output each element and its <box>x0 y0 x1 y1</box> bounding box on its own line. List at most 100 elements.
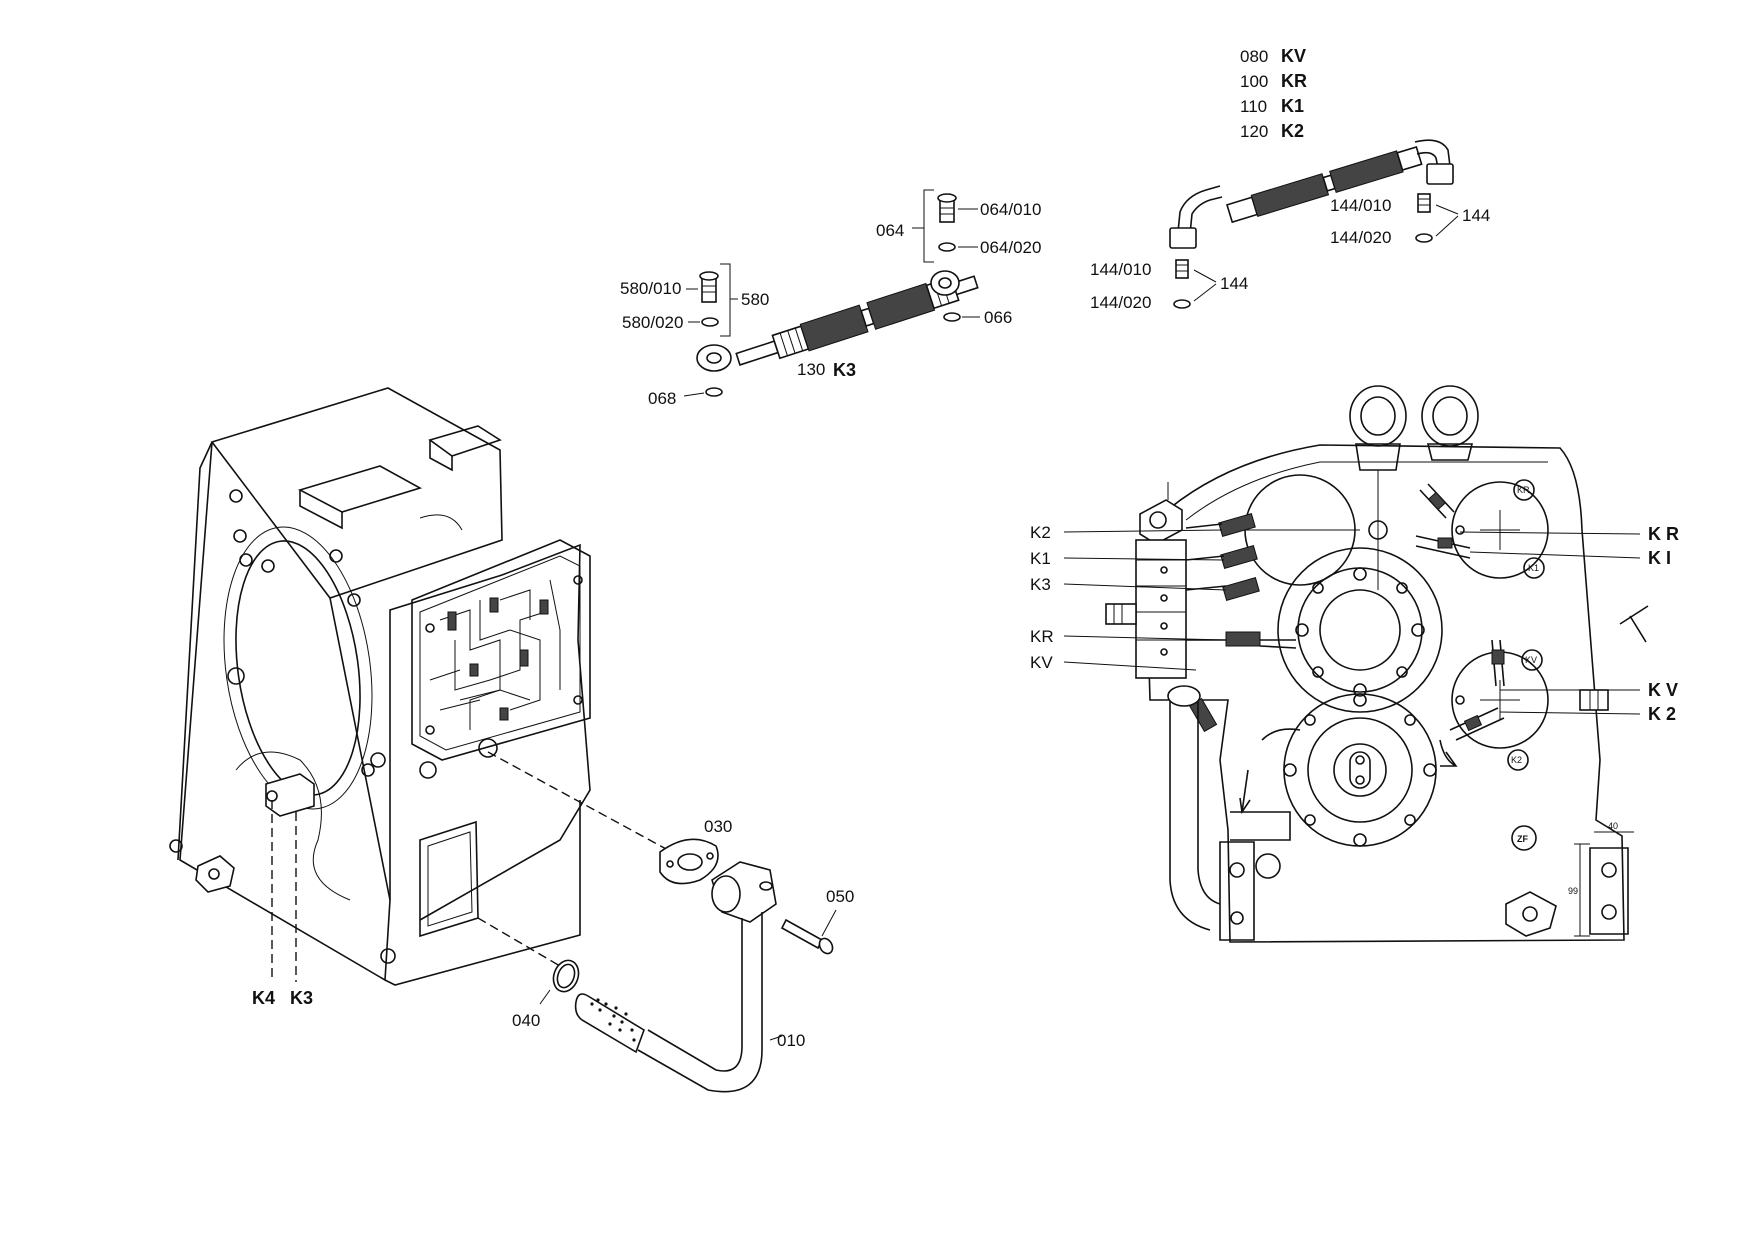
label-580-010: 580/010 <box>620 279 681 298</box>
k-port-block <box>265 773 315 817</box>
k3-sleeve-1 <box>799 304 869 352</box>
screw-050 <box>780 918 824 950</box>
label-144-020-lower: 144/020 <box>1090 293 1151 312</box>
o-ring-040 <box>552 959 580 993</box>
gasket-030 <box>659 838 719 885</box>
suction-pipe-assembly: 030 010 050 040 <box>512 817 854 1093</box>
dimension-40: 40 <box>1608 821 1618 831</box>
hose-assembly-kv-kr-k1-k2: 080 KV 100 KR 110 K1 120 K2 144/010 144/… <box>1090 46 1490 312</box>
front-label-k2: K2 <box>1030 523 1051 542</box>
front-label-kr: KR <box>1030 627 1054 646</box>
front-label-k-i: K I <box>1648 548 1671 568</box>
label-064-020: 064/020 <box>980 238 1041 257</box>
label-064-010: 064/010 <box>980 200 1041 219</box>
front-housing-outline <box>1145 444 1625 943</box>
left-return-pipe <box>1169 700 1211 931</box>
zf-logo <box>1511 825 1537 851</box>
hose-assembly-k3: 130 K3 064/010 064/020 064 066 580/010 5… <box>620 189 1041 408</box>
label-144-upper: 144 <box>1462 206 1490 225</box>
right-upper-circle <box>1451 481 1549 579</box>
right-plug <box>1579 689 1609 711</box>
k3-sleeve-2 <box>866 282 936 330</box>
suction-pipe-010 <box>647 918 743 1072</box>
hose-sleeve-2 <box>1329 150 1404 194</box>
label-k3-port: K3 <box>290 988 313 1008</box>
seal-144-020-upper <box>1415 233 1433 243</box>
banjo-left <box>696 344 732 372</box>
front-label-kv: KV <box>1030 653 1053 672</box>
valve-block-channels <box>425 575 583 735</box>
front-label-k-v: K V <box>1648 680 1678 700</box>
hose-120-code: K2 <box>1281 121 1304 141</box>
label-050: 050 <box>826 887 854 906</box>
main-center-flange <box>1277 547 1443 713</box>
right-foot <box>1589 847 1629 935</box>
label-064: 064 <box>876 221 904 240</box>
hose-100-code: KR <box>1281 71 1307 91</box>
label-010: 010 <box>777 1031 805 1050</box>
label-030: 030 <box>704 817 732 836</box>
tag-circle-k2 <box>1507 749 1529 771</box>
seal-064-020 <box>938 242 956 252</box>
seal-144-020-lower <box>1173 299 1191 309</box>
adapter-144-010-lower <box>1175 259 1189 279</box>
drain-fitting <box>195 855 235 893</box>
front-label-k-2: K 2 <box>1648 704 1676 724</box>
hose-right-nut <box>1426 163 1454 185</box>
label-144-010-lower: 144/010 <box>1090 260 1151 279</box>
left-side-plug <box>1105 603 1137 625</box>
label-580-020: 580/020 <box>622 313 683 332</box>
label-k3-hose: K3 <box>833 360 856 380</box>
label-040: 040 <box>512 1011 540 1030</box>
control-valve-block <box>411 539 591 761</box>
housing-bore <box>235 540 361 796</box>
left-foot <box>1219 841 1255 941</box>
tag-kv: KV <box>1525 655 1537 665</box>
seal-580-020 <box>701 317 719 327</box>
hose-ferrule-right <box>1396 145 1423 172</box>
label-144-020-upper: 144/020 <box>1330 228 1391 247</box>
hose-080-code: KV <box>1281 46 1306 66</box>
adapter-144-010-upper <box>1417 193 1431 213</box>
transmission-housing-left: K4 K3 <box>169 387 669 1008</box>
valve-block-side <box>1135 539 1187 679</box>
label-068: 068 <box>648 389 676 408</box>
tag-k1: K1 <box>1528 563 1539 573</box>
front-hose-connectors <box>1185 512 1297 733</box>
front-label-k1: K1 <box>1030 549 1051 568</box>
tag-circle-k1 <box>1523 557 1545 579</box>
hose-left-nut <box>1169 227 1197 249</box>
label-066: 066 <box>984 308 1012 327</box>
hose-sleeve-1 <box>1250 173 1330 218</box>
k3-hose-left-tube <box>735 340 780 366</box>
hose-120-number: 120 <box>1240 122 1268 141</box>
banjo-right <box>930 270 960 296</box>
label-130: 130 <box>797 360 825 379</box>
tag-circle-kv <box>1521 649 1543 671</box>
hose-110-code: K1 <box>1281 96 1304 116</box>
t-handle <box>1619 605 1649 643</box>
label-144-lower: 144 <box>1220 274 1248 293</box>
tag-k2: K2 <box>1511 755 1522 765</box>
tag-kr: KR <box>1517 485 1530 495</box>
hose-080-number: 080 <box>1240 47 1268 66</box>
transmission-front-view: KR K1 KV K2 ZF <box>1030 385 1679 943</box>
front-label-k-r: K R <box>1648 524 1679 544</box>
svg-text:ZF: ZF <box>1517 834 1528 844</box>
hose-110-number: 110 <box>1240 97 1267 116</box>
label-580: 580 <box>741 290 769 309</box>
seal-068 <box>705 387 723 397</box>
front-label-k3: K3 <box>1030 575 1051 594</box>
tag-circle-kr <box>1513 479 1535 501</box>
label-k4: K4 <box>252 988 275 1008</box>
drain-boss <box>1505 891 1557 937</box>
dimension-99: 99 <box>1568 886 1578 896</box>
hose-left-bend <box>1177 185 1221 233</box>
top-pressure-sensor <box>1139 499 1183 545</box>
hose-100-number: 100 <box>1240 72 1268 91</box>
lifting-eye-right <box>1421 385 1479 447</box>
seal-066 <box>943 312 961 322</box>
label-144-010-upper: 144/010 <box>1330 196 1391 215</box>
lifting-eye-left <box>1349 385 1407 447</box>
